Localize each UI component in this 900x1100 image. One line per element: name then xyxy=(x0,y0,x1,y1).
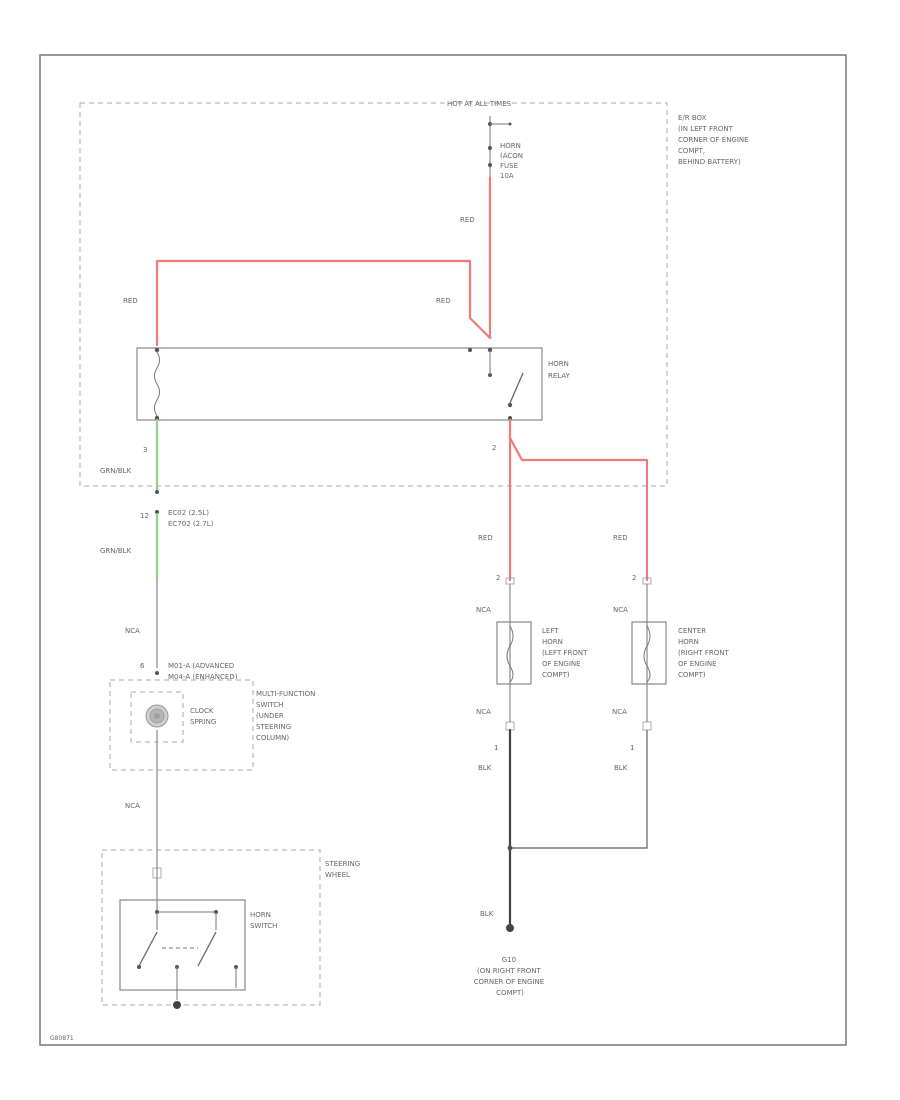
center-horn-connector-bottom xyxy=(642,721,652,731)
connector-m-label-2: M04-A (ENHANCED) xyxy=(168,673,238,681)
wire-label-nca-2: NCA xyxy=(125,802,140,810)
horn-connectors-top xyxy=(505,577,652,585)
wire-label-red-fuse: RED xyxy=(460,216,475,224)
horn-switch-label: HORN SWITCH xyxy=(250,911,277,930)
steering-wheel-enclosure xyxy=(101,849,321,1006)
steering-wheel-ground-icon xyxy=(173,988,181,1009)
wire-label-nca-1: NCA xyxy=(125,627,140,635)
center-horn-box xyxy=(631,621,667,685)
connector-12 xyxy=(155,490,159,514)
wire-label-red-left-horn: RED xyxy=(478,534,493,542)
clock-spring-icon xyxy=(145,704,169,728)
connector-m-label-1: M01-A (ADVANCED xyxy=(168,662,234,670)
er-box-enclosure xyxy=(79,102,668,487)
wire-label-red-center-horn: RED xyxy=(613,534,628,542)
er-box-label: E/R BOX (IN LEFT FRONT CORNER OF ENGINE … xyxy=(678,114,751,166)
wire-label-nca-ch-bot: NCA xyxy=(612,708,627,716)
pin-ch-1: 1 xyxy=(630,744,634,752)
horn-switch-connector-box xyxy=(152,867,162,879)
clock-spring-label: CLOCK SPRING xyxy=(190,707,216,726)
relay-switch-contacts xyxy=(468,347,524,420)
relay-label: HORN RELAY xyxy=(548,360,571,380)
horn-switch-contacts xyxy=(137,910,238,988)
wire-ch-to-splice xyxy=(510,730,648,849)
wire-label-blk-lh: BLK xyxy=(478,764,492,772)
pin-lh-2: 2 xyxy=(496,574,500,582)
pin-lh-1: 1 xyxy=(494,744,498,752)
wire-label-nca-ch-top: NCA xyxy=(613,606,628,614)
fuse-label: HORN (ACON FUSE 10A xyxy=(500,142,525,180)
wire-red-relay-to-horns xyxy=(508,418,649,582)
connector-ec-label-2: EC702 (2.7L) xyxy=(168,520,214,528)
pin-clock-6: 6 xyxy=(140,662,145,670)
hot-at-all-times-label: HOT AT ALL TIMES xyxy=(447,100,512,108)
connector-ec-label-1: EC02 (2.5L) xyxy=(168,509,209,517)
footer-code: G80871 xyxy=(50,1035,74,1042)
wire-label-red-right: RED xyxy=(436,297,451,305)
ground-g10-icon xyxy=(506,924,514,932)
wire-label-grn-blk-2: GRN/BLK xyxy=(100,547,132,555)
left-horn-connector-bottom xyxy=(505,721,515,731)
relay-coil xyxy=(154,347,160,421)
left-horn-label: LEFT HORN (LEFT FRONT OF ENGINE COMPT) xyxy=(542,627,590,679)
horn-switch-box xyxy=(119,899,246,991)
outer-frame xyxy=(39,54,847,1046)
left-horn-box xyxy=(496,621,532,685)
multi-function-switch-label: MULTI-FUNCTION SWITCH (UNDER STEERING CO… xyxy=(256,690,318,742)
left-horn-coil xyxy=(506,625,514,683)
wire-label-blk-ground: BLK xyxy=(480,910,494,918)
pin-ch-2: 2 xyxy=(632,574,636,582)
center-horn-coil xyxy=(643,625,651,683)
ground-g10-label: G10 (ON RIGHT FRONT CORNER OF ENGINE COM… xyxy=(474,956,547,997)
pin-relay-left: 3 xyxy=(143,446,147,454)
wire-label-nca-lh-bot: NCA xyxy=(476,708,491,716)
pin-relay-right: 2 xyxy=(492,444,496,452)
horn-relay-box xyxy=(136,347,543,421)
horn-fuse xyxy=(488,116,512,178)
center-horn-label: CENTER HORN (RIGHT FRONT OF ENGINE COMPT… xyxy=(678,627,731,679)
splice-dot xyxy=(507,845,513,851)
wire-label-nca-lh-top: NCA xyxy=(476,606,491,614)
wire-red-left-loop xyxy=(155,259,492,347)
steering-wheel-label: STEERING WHEEL xyxy=(325,860,362,879)
pin-conn-12: 12 xyxy=(140,512,149,520)
wire-label-grn-blk-1: GRN/BLK xyxy=(100,467,132,475)
wire-label-red-left: RED xyxy=(123,297,138,305)
connector-m-pin xyxy=(155,671,159,675)
wire-label-blk-ch: BLK xyxy=(614,764,628,772)
